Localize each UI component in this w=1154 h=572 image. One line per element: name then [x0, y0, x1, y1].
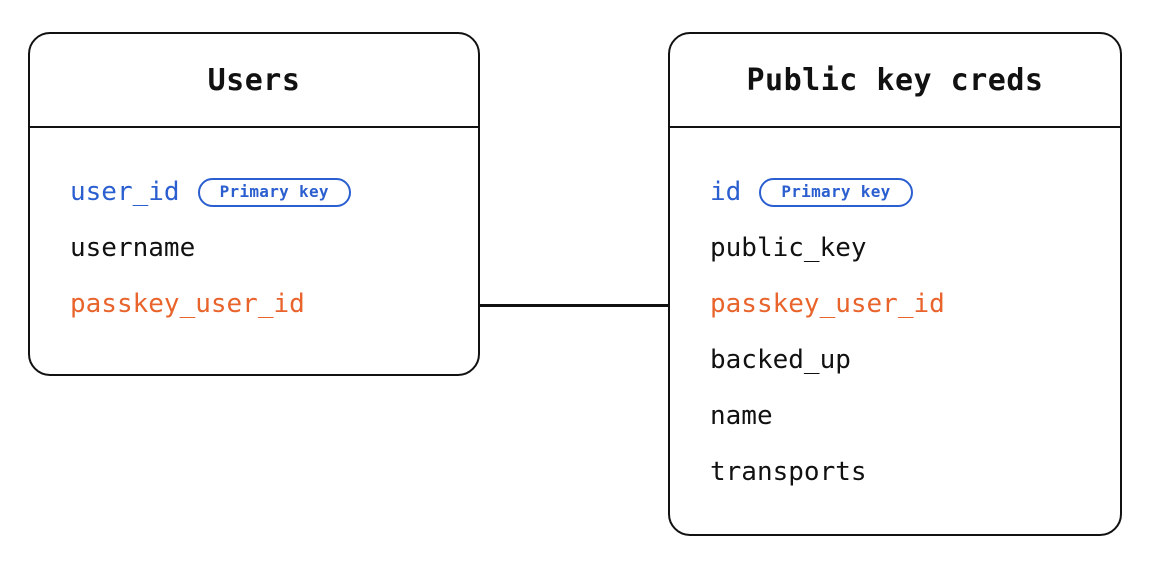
- primary-key-badge: Primary key: [759, 177, 913, 207]
- field-label-username: username: [70, 233, 196, 263]
- field-row-passkey-user-id[interactable]: passkey_user_id: [710, 276, 1120, 332]
- field-row-transports[interactable]: transports: [710, 444, 1120, 500]
- entity-users-title: Users: [207, 62, 301, 98]
- field-label-passkey-user-id: passkey_user_id: [710, 289, 945, 319]
- entity-public-key-creds[interactable]: Public key creds id Primary key public_k…: [668, 32, 1122, 536]
- field-row-backed-up[interactable]: backed_up: [710, 332, 1120, 388]
- primary-key-badge: Primary key: [197, 177, 351, 207]
- field-row-username[interactable]: username: [70, 220, 478, 276]
- field-row-user-id[interactable]: user_id Primary key: [70, 164, 478, 220]
- field-label-passkey-user-id: passkey_user_id: [70, 289, 305, 319]
- relationship-line-users-public-key-creds: [480, 304, 670, 307]
- field-row-passkey-user-id[interactable]: passkey_user_id: [70, 276, 478, 332]
- entity-users-header: Users: [30, 34, 478, 128]
- entity-users-field-list: user_id Primary key username passkey_use…: [30, 128, 478, 374]
- field-label-backed-up: backed_up: [710, 345, 851, 375]
- field-label-public-key: public_key: [710, 233, 867, 263]
- field-row-public-key[interactable]: public_key: [710, 220, 1120, 276]
- entity-public-key-creds-header: Public key creds: [670, 34, 1120, 128]
- field-label-transports: transports: [710, 457, 867, 487]
- entity-users[interactable]: Users user_id Primary key username passk…: [28, 32, 480, 376]
- entity-public-key-creds-title: Public key creds: [746, 62, 1044, 98]
- field-label-id: id: [710, 177, 742, 207]
- field-label-user-id: user_id: [70, 177, 180, 207]
- field-row-name[interactable]: name: [710, 388, 1120, 444]
- field-label-name: name: [710, 401, 773, 431]
- field-row-id[interactable]: id Primary key: [710, 164, 1120, 220]
- entity-public-key-creds-field-list: id Primary key public_key passkey_user_i…: [670, 128, 1120, 534]
